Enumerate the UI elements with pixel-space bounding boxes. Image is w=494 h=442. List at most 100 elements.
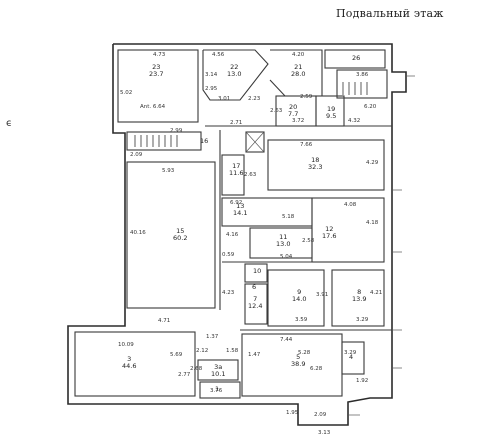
dim-label: 3.01: [218, 96, 231, 102]
room-26-outline: [324, 49, 386, 69]
dim-label: 4.16: [226, 232, 239, 238]
dim-label: 2.09: [314, 412, 327, 418]
room-7-outline: [244, 283, 268, 325]
room-1-outline: [199, 381, 241, 399]
dim-label: 6.28: [310, 366, 323, 372]
room-4-label: 4: [349, 353, 354, 361]
dim-label: 2.95: [205, 86, 218, 92]
room-11-outline: [249, 227, 313, 259]
room-3a-outline: [197, 359, 239, 381]
dim-label: 10.09: [118, 342, 134, 348]
dim-label: 2.63: [270, 108, 283, 114]
dim-label: 1.95: [286, 410, 299, 416]
dim-label: 2.12: [196, 348, 209, 354]
dim-label: 6.92: [230, 200, 243, 206]
plan-title: Подвальный этаж: [336, 7, 444, 20]
room-16-label: 16: [200, 137, 209, 145]
dim-label: 1.47: [248, 352, 261, 358]
dim-label: 4.21: [370, 290, 383, 296]
room-17-label: 17 11.6: [229, 162, 244, 177]
room-1-label: 1: [215, 385, 220, 393]
dim-label: 5.93: [162, 168, 175, 174]
dim-label: 5.69: [170, 352, 183, 358]
dim-label: 2.09: [130, 152, 143, 158]
room-3-outline: [74, 331, 196, 397]
dim-label: 2.68: [190, 366, 203, 372]
dim-label: 3.29: [356, 317, 369, 323]
dim-label: 2.59: [300, 94, 313, 100]
note-label: Ant. 6.64: [140, 104, 166, 110]
room-12-label: 12 17.6: [322, 225, 337, 240]
room-19-label: 19 9.5: [326, 105, 337, 120]
dim-label: 2.23: [248, 96, 261, 102]
dim-label: 6.20: [364, 104, 377, 110]
room-22-label: 22 13.0: [227, 63, 242, 78]
dim-label: 5.18: [282, 214, 295, 220]
dim-label: 4.56: [212, 52, 225, 58]
dim-label: 4.29: [366, 160, 379, 166]
dim-label: 1.58: [226, 348, 239, 354]
dim-label: 0.59: [222, 252, 235, 258]
room-5-label: 5 38.9: [291, 353, 306, 368]
room-9-outline: [267, 269, 325, 327]
dim-label: 2.63: [244, 172, 257, 178]
room-22-outline: [202, 49, 269, 101]
dim-label: 40.16: [130, 230, 146, 236]
room-25-outline: [336, 69, 388, 99]
margin-mark: ϵ: [6, 118, 13, 129]
dim-label: 2.58: [302, 238, 315, 244]
dim-label: 3.76: [210, 388, 223, 394]
room-9-label: 9 14.0: [292, 288, 307, 303]
dim-label: 5.04: [280, 254, 293, 260]
room-23-outline: [117, 49, 199, 123]
room-8-outline: [331, 269, 385, 327]
room-17-outline: [221, 154, 245, 196]
outer-wall: [67, 43, 407, 426]
room-13-label: 13 14.1: [233, 202, 248, 217]
dim-label: 2.99: [170, 128, 183, 134]
dim-label: 3.59: [295, 317, 308, 323]
stair-icon-2: [342, 82, 368, 95]
dim-label: 4.18: [366, 220, 379, 226]
dim-label: 3.86: [356, 72, 369, 78]
room-4-outline: [341, 341, 365, 375]
room-23-label: 23 23.7: [149, 63, 164, 78]
room-15-outline: [126, 161, 216, 309]
stair-icon: [134, 135, 178, 147]
dim-label: 7.66: [300, 142, 313, 148]
dim-label: 2.71: [230, 120, 243, 126]
dim-label: 5.28: [298, 350, 311, 356]
room-18-outline: [267, 139, 385, 191]
dim-label: 1.37: [206, 334, 219, 340]
room-18-label: 18 32.3: [308, 156, 323, 171]
room-26-label: 26: [352, 54, 361, 62]
dim-label: 4.20: [292, 52, 305, 58]
room-20-label: 20 7.7: [288, 103, 299, 118]
room-15-label: 15 60.2: [173, 227, 188, 242]
room-10-outline: [244, 263, 268, 283]
room-10-label: 10: [253, 267, 262, 275]
dim-label: 4.32: [348, 118, 361, 124]
dim-label: 3.29: [344, 350, 357, 356]
room-7-label: 7 12.4: [248, 295, 263, 310]
room-11-label: 11 13.0: [276, 233, 291, 248]
room-21-label: 21 28.0: [291, 63, 306, 78]
room-6-label: 6: [252, 283, 257, 291]
shaft: [245, 131, 265, 153]
dim-label: 3.13: [318, 430, 331, 436]
stair-block: [126, 131, 202, 151]
room-3-label: 3 44.6: [122, 355, 137, 370]
dim-label: 3.91: [316, 292, 329, 298]
dim-label: 3.14: [205, 72, 218, 78]
dim-label: 4.73: [153, 52, 166, 58]
dim-label: 7.44: [280, 337, 293, 343]
dim-label: 2.77: [178, 372, 191, 378]
dim-label: 1.92: [356, 378, 369, 384]
dim-label: 5.02: [120, 90, 133, 96]
dim-label: 4.08: [344, 202, 357, 208]
dim-label: 4.23: [222, 290, 235, 296]
dim-label: 3.72: [292, 118, 305, 124]
room-8-label: 8 13.9: [352, 288, 367, 303]
room-3a-label: 3а 10.1: [211, 363, 226, 378]
